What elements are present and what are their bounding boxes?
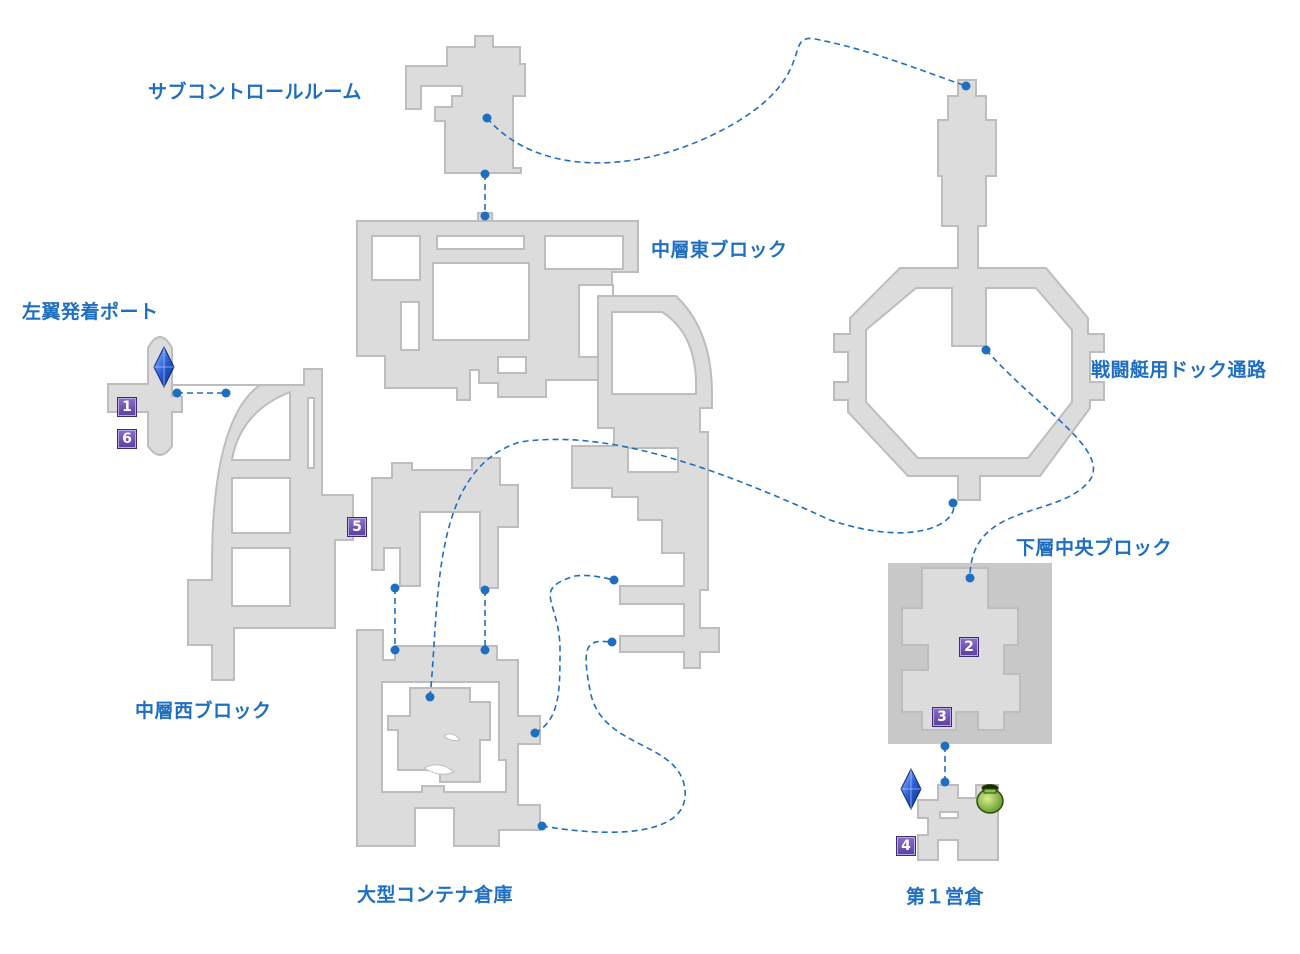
- label-sub-control-room: サブコントロールルーム: [148, 81, 362, 103]
- rooms: [107, 35, 1105, 861]
- label-fighter-dock-passage: 戦闘艇用ドック通路: [1091, 359, 1267, 381]
- route-warehouse-to-east-2: [541, 640, 686, 834]
- room-warehouse-inner: [387, 687, 491, 783]
- crystal-icon[interactable]: [900, 767, 922, 811]
- room-warehouse-upper: [371, 457, 519, 589]
- route-lines: [177, 37, 1095, 834]
- corridor-port-to-west: [182, 388, 222, 396]
- label-left-wing-port: 左翼発着ポート: [22, 301, 159, 323]
- jar-icon[interactable]: [976, 784, 1004, 814]
- marker-6[interactable]: 6: [117, 429, 137, 449]
- label-mid-east-block: 中層東ブロック: [651, 239, 788, 261]
- label-first-barracks: 第１営倉: [906, 886, 985, 908]
- label-lower-central-block: 下層中央ブロック: [1016, 537, 1173, 559]
- crystal-icon[interactable]: [153, 345, 175, 389]
- marker-2[interactable]: 2: [959, 637, 979, 657]
- label-large-container-warehouse: 大型コンテナ倉庫: [357, 884, 514, 906]
- marker-1[interactable]: 1: [117, 397, 137, 417]
- route-sub-to-dock: [486, 37, 967, 164]
- marker-5[interactable]: 5: [347, 517, 367, 537]
- marker-3[interactable]: 3: [932, 707, 952, 727]
- route-dots: [172, 81, 991, 831]
- route-dock-to-lower: [969, 349, 1095, 579]
- room-sub-control: [405, 35, 526, 174]
- marker-4[interactable]: 4: [896, 836, 916, 856]
- route-warehouse-to-east-1: [534, 574, 615, 734]
- label-mid-west-block: 中層西ブロック: [135, 700, 272, 722]
- route-warehouse-to-dock: [429, 438, 955, 698]
